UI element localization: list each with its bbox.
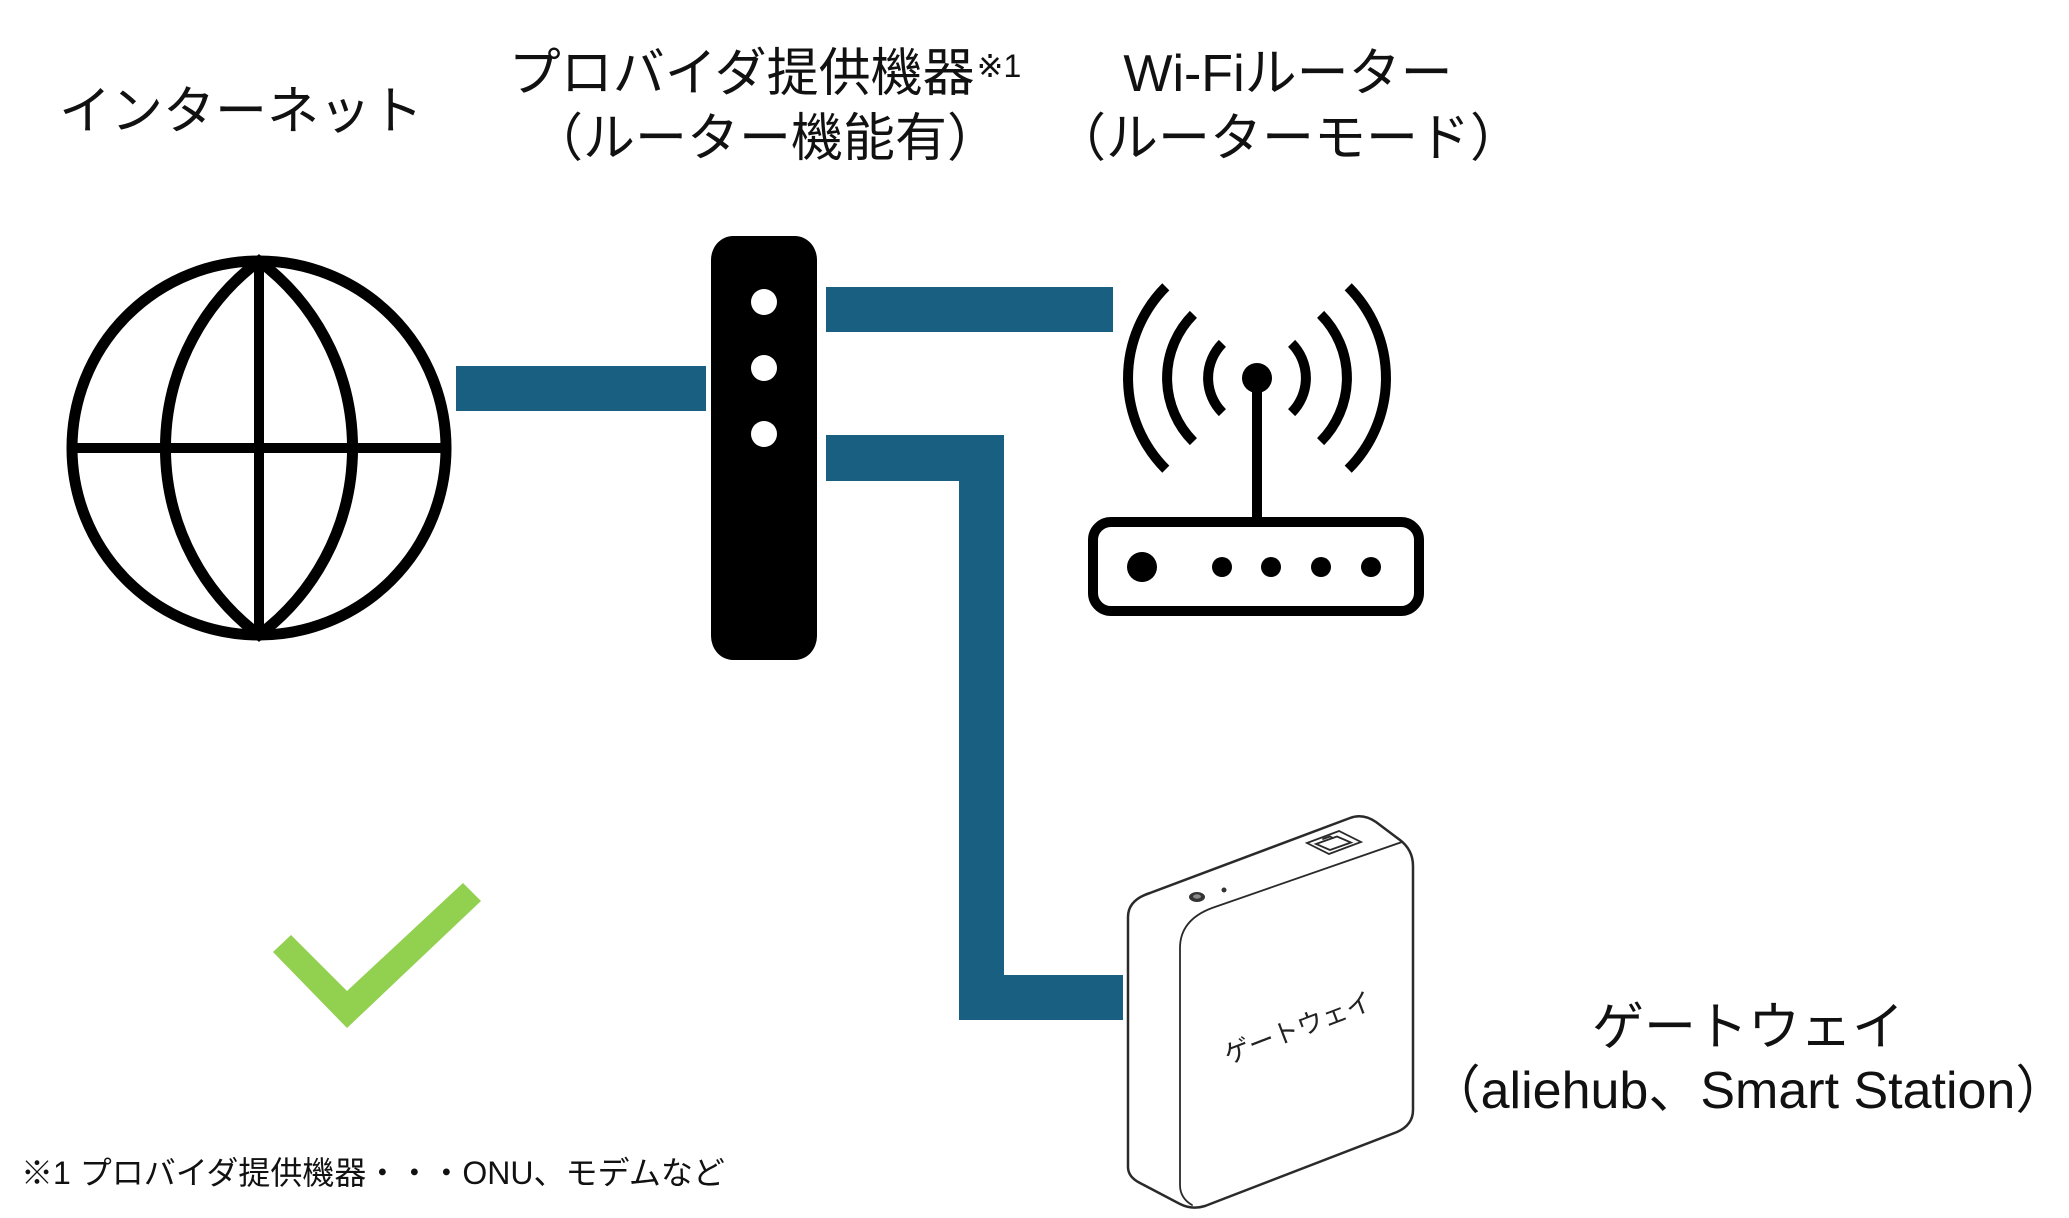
gateway-device: ゲートウェイ [1126, 814, 1415, 1209]
ethernet-port-icon [1304, 830, 1364, 855]
globe-icon [66, 254, 452, 642]
router-body [1088, 517, 1424, 616]
signal-arc-right-outer [1344, 283, 1391, 473]
gateway-led [1221, 887, 1227, 893]
router-port-large [1127, 552, 1157, 582]
gateway-label-line2: （aliehub、Smart Station） [1428, 1062, 2068, 1120]
checkmark-icon [273, 883, 481, 1028]
gateway-power-button-ring [1193, 894, 1201, 899]
footnote: ※1 プロバイダ提供機器・・・ONU、モデムなど [21, 1155, 725, 1191]
gateway-label-line1: ゲートウェイ [1591, 999, 1904, 1057]
ethernet-port-clip [1322, 835, 1334, 840]
connector-internet-to-provider [456, 366, 706, 411]
signal-arc-left-inner [1203, 339, 1227, 417]
wifi-router-icon [1088, 283, 1424, 616]
provider-equipment-label: プロバイダ提供機器※1 （ルーター機能有） [415, 42, 1115, 172]
router-port [1261, 557, 1281, 577]
signal-arc-right-inner [1287, 339, 1311, 417]
signal-arc-left-middle [1162, 310, 1197, 446]
wifi-signal-icon [1123, 283, 1391, 473]
provider-label-title: プロバイダ提供機器 [508, 45, 975, 103]
internet-label-text: インターネット [58, 83, 423, 141]
antenna-tip [1242, 363, 1272, 393]
provider-label-line2: （ルーター機能有） [530, 110, 999, 168]
gateway-front-face-edge [1179, 841, 1403, 1206]
connector-provider-to-wifi-router [826, 287, 1113, 332]
internet-label: インターネット [41, 80, 441, 145]
router-port [1311, 557, 1331, 577]
provider-label-line1: プロバイダ提供機器※1 [415, 42, 1115, 107]
ethernet-port-outer [1304, 830, 1364, 855]
wifi-router-label-line1: Wi-Fiルーター [1123, 45, 1453, 103]
modem-icon [711, 236, 817, 660]
connector-provider-to-gateway [826, 435, 1123, 1020]
footnote-reference: ※1 [976, 48, 1022, 84]
router-port [1212, 557, 1232, 577]
wifi-router-label: Wi-Fiルーター （ルーターモード） [938, 42, 1638, 172]
modem-body [711, 236, 817, 660]
router-port [1361, 557, 1381, 577]
modem-light [751, 289, 777, 315]
ethernet-port-inner [1313, 835, 1354, 851]
wifi-router-label-line2: （ルーターモード） [1053, 110, 1522, 168]
gateway-label: ゲートウェイ （aliehub、Smart Station） [1398, 997, 2069, 1123]
signal-arc-right-middle [1317, 310, 1352, 446]
modem-light [751, 421, 777, 447]
signal-arc-left-outer [1123, 283, 1170, 473]
modem-light [751, 355, 777, 381]
